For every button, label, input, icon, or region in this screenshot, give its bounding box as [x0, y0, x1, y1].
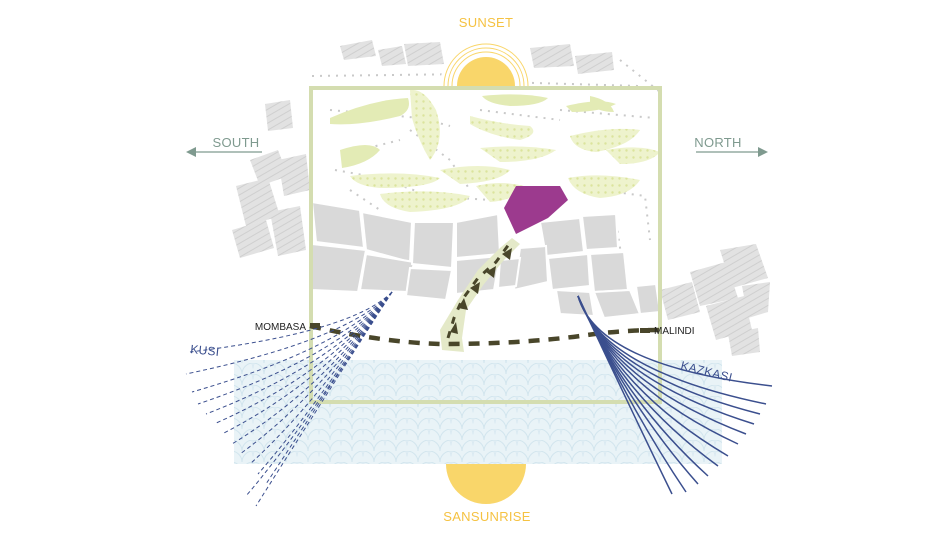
access-route: [446, 239, 514, 339]
town-buildings: [310, 200, 662, 320]
route-arrow-icon: [458, 298, 468, 310]
arrow-left-icon: [186, 147, 262, 157]
vegetation-patch: [568, 175, 640, 198]
kusi-wind-lines: [185, 291, 393, 507]
kusi-wind-line: [239, 291, 393, 455]
mombasa-marker: [310, 323, 320, 328]
kusi-wind-line: [197, 291, 393, 405]
kusi-wind-line: [231, 291, 393, 445]
building: [546, 252, 592, 292]
sea-area: [234, 360, 722, 464]
building: [358, 252, 416, 294]
kazkasi-wind-line: [577, 295, 673, 495]
vegetation-patch: [410, 89, 440, 160]
vegetation-patch: [476, 183, 524, 202]
arrow-right-icon: [696, 147, 768, 157]
building: [592, 288, 642, 320]
kusi-wind-line: [189, 291, 393, 353]
vegetation-patch: [606, 147, 660, 164]
kazkasi-wind-lines: [577, 295, 773, 495]
kusi-wind-line: [205, 291, 393, 415]
context-building: [378, 46, 406, 66]
vegetation-patch: [470, 116, 534, 140]
building: [455, 212, 502, 260]
north-label: NORTH: [694, 135, 741, 150]
context-building: [575, 52, 614, 74]
context-building: [742, 282, 770, 318]
north-indicator: NORTH: [694, 135, 768, 157]
mombasa-label: MOMBASA: [255, 322, 306, 333]
vegetation-patch: [350, 173, 440, 188]
building: [311, 242, 368, 294]
building: [554, 288, 596, 318]
access-path-strip: [440, 238, 520, 352]
route-arrow-icon: [450, 322, 458, 334]
kusi-wind-line: [191, 291, 393, 393]
context-building: [720, 244, 768, 288]
vegetation-patch: [482, 94, 548, 106]
south-indicator: SOUTH: [186, 135, 262, 157]
sunrise-label: SANSUNRISE: [443, 509, 531, 524]
context-building: [265, 100, 293, 131]
highlighted-building: [504, 186, 568, 234]
kusi-label: KUSI: [190, 342, 221, 359]
context-building: [690, 262, 738, 306]
context-building: [232, 220, 274, 258]
south-label: SOUTH: [213, 135, 260, 150]
building: [404, 266, 454, 302]
building: [588, 250, 630, 294]
vegetation-patch: [590, 96, 614, 112]
building: [410, 221, 456, 270]
sunset-label: SUNSET: [459, 15, 514, 30]
context-building: [728, 328, 760, 356]
context-building: [404, 42, 444, 66]
building: [496, 256, 522, 290]
kusi-wind-line: [213, 291, 393, 425]
building: [310, 200, 366, 250]
vegetation-patch: [380, 191, 470, 212]
vegetation-patch: [440, 166, 510, 184]
vegetation-patch: [330, 98, 409, 125]
building: [634, 282, 662, 316]
context-building: [250, 150, 288, 186]
site-boundary: [309, 86, 662, 404]
building: [580, 212, 620, 252]
context-building: [530, 44, 574, 68]
vegetation-patch: [340, 145, 380, 168]
kusi-wind-line: [245, 291, 393, 497]
context-building: [270, 206, 306, 256]
context-building: [236, 178, 280, 226]
context-buildings: [232, 40, 770, 356]
context-building: [660, 282, 700, 320]
malindi-marker: [640, 328, 650, 333]
sunset-sun-icon: [440, 40, 532, 87]
context-building: [278, 154, 310, 196]
route-arrow-icon: [486, 266, 496, 278]
coastal-road: [309, 323, 661, 347]
route-arrow-icon: [502, 248, 512, 260]
vegetation: [330, 89, 660, 212]
context-building: [706, 296, 752, 340]
kusi-wind-line: [255, 291, 393, 507]
route-arrow-icon: [470, 282, 480, 294]
building: [538, 216, 586, 258]
context-building: [340, 40, 376, 60]
vegetation-patch: [480, 146, 556, 162]
kusi-wind-line: [185, 291, 393, 375]
sunrise-sun-icon: [446, 464, 526, 504]
vegetation-patch: [570, 128, 640, 152]
malindi-label: MALINDI: [654, 326, 695, 337]
